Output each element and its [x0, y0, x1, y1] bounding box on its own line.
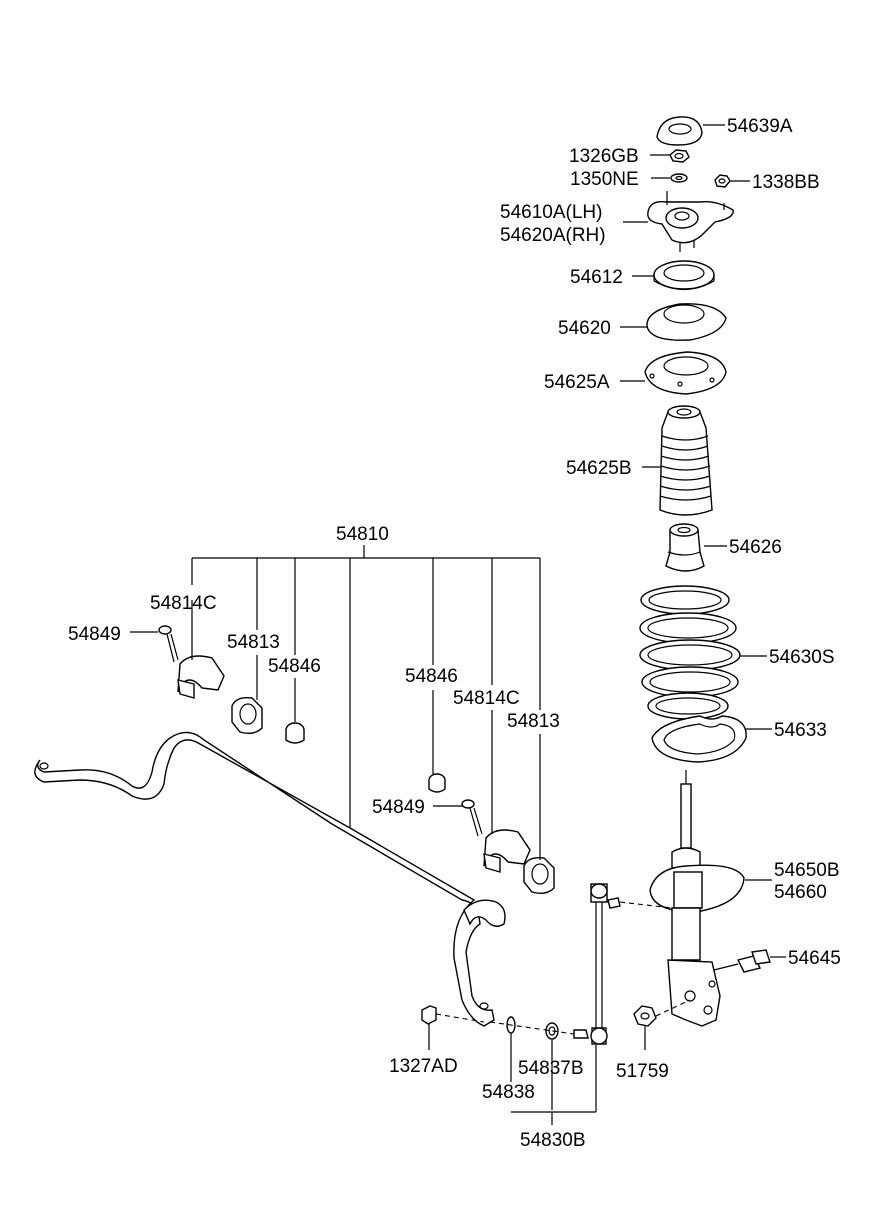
part-54626-bump-stop	[665, 523, 705, 572]
label-54650B: 54650B	[774, 860, 840, 881]
label-54838: 54838	[482, 1082, 535, 1103]
label-54610A: 54610A(LH)	[500, 202, 602, 223]
label-54625A: 54625A	[544, 372, 610, 393]
label-54620A: 54620A(RH)	[500, 225, 606, 246]
bracket-54810	[191, 545, 541, 830]
part-54645-bolt	[713, 949, 771, 973]
label-54830B: 54830B	[520, 1130, 586, 1151]
label-1338BB: 1338BB	[752, 172, 820, 193]
part-54813-bushing-right	[523, 734, 555, 895]
label-54633: 54633	[774, 720, 827, 741]
label-54814C-left: 54814C	[150, 593, 217, 614]
label-54813-left: 54813	[227, 632, 280, 653]
part-54846-bushing-left	[285, 678, 305, 744]
part-54639A-cap	[656, 116, 703, 146]
part-54849-bolt-right	[461, 799, 483, 837]
part-54625A-seat	[644, 351, 727, 395]
part-54813-bushing-left	[231, 655, 263, 735]
label-54814C-right: 54814C	[453, 688, 520, 709]
label-54849-left: 54849	[68, 624, 121, 645]
part-54849-bolt-left	[158, 625, 179, 663]
part-stabilizer-bar	[34, 731, 506, 1027]
part-54620-seat	[646, 303, 727, 341]
label-54846-right: 54846	[405, 666, 458, 687]
part-1327AD-nut	[421, 1005, 485, 1025]
part-54633-spring-pad	[651, 715, 747, 763]
label-51759: 51759	[616, 1061, 669, 1082]
label-54660: 54660	[774, 882, 827, 903]
part-54612-bearing	[653, 260, 715, 290]
label-1327AD: 1327AD	[389, 1056, 458, 1077]
label-54639A: 54639A	[727, 116, 793, 137]
label-54837B: 54837B	[518, 1058, 584, 1079]
label-54846-left: 54846	[268, 656, 321, 677]
part-1326GB-nut	[669, 149, 690, 163]
part-54846-bushing-right	[428, 690, 446, 793]
label-54813-right: 54813	[507, 711, 560, 732]
label-54612: 54612	[570, 267, 623, 288]
part-54630S-coil-spring	[639, 585, 741, 720]
part-54650B-strut	[649, 770, 745, 1027]
label-54626: 54626	[729, 537, 782, 558]
part-1350NE-washer	[670, 173, 688, 183]
label-54620: 54620	[558, 318, 611, 339]
label-1350NE: 1350NE	[570, 169, 639, 190]
label-54810: 54810	[336, 524, 389, 545]
part-54814C-bracket-left	[177, 600, 225, 699]
part-54814C-bracket-right	[483, 710, 531, 873]
part-54625B-dust-boot	[659, 405, 713, 516]
part-stabilizer-link	[489, 883, 673, 1045]
label-1326GB: 1326GB	[569, 146, 639, 167]
label-54630S: 54630S	[769, 647, 835, 668]
part-54610A-strut-mount	[647, 191, 734, 252]
label-54625B: 54625B	[566, 458, 632, 479]
label-54849-right: 54849	[372, 797, 425, 818]
label-54645: 54645	[788, 948, 841, 969]
part-51759-nut	[633, 999, 691, 1027]
part-1338BB-nut	[714, 174, 731, 188]
bracket-54830B	[511, 1045, 597, 1125]
